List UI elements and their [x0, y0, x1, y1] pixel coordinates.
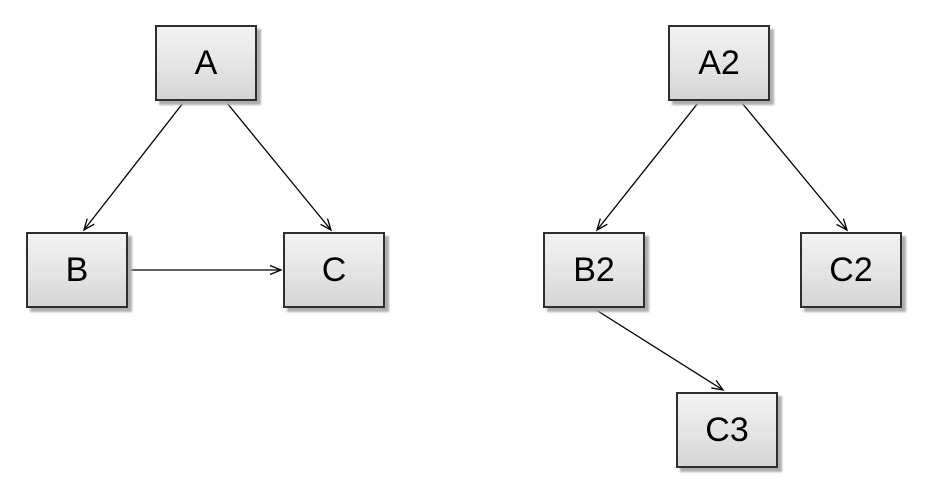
edge-a-to-b-arrow: [82, 102, 184, 232]
node-a2: A2: [668, 25, 770, 101]
node-a-label: A: [194, 44, 218, 82]
right-graph-edges: [592, 102, 849, 391]
node-c2: C2: [800, 232, 902, 308]
node-b2: B2: [543, 232, 645, 308]
node-b-label: B: [65, 251, 89, 289]
node-c2-label: C2: [829, 251, 873, 289]
edge-a2-to-c2-arrow: [741, 102, 849, 232]
edge-a-to-c-arrow: [226, 102, 333, 232]
node-c: C: [283, 232, 385, 308]
node-c3-label: C3: [705, 411, 749, 449]
edge-a2-to-b2-arrow: [595, 102, 699, 232]
node-a2-label: A2: [698, 44, 740, 82]
edge-b2-to-c3-arrow: [592, 307, 725, 391]
node-c3: C3: [676, 392, 778, 468]
node-c-label: C: [321, 251, 347, 289]
node-b2-label: B2: [573, 251, 615, 289]
left-graph-edges: [82, 102, 333, 276]
node-a: A: [155, 25, 257, 101]
node-b: B: [26, 232, 128, 308]
